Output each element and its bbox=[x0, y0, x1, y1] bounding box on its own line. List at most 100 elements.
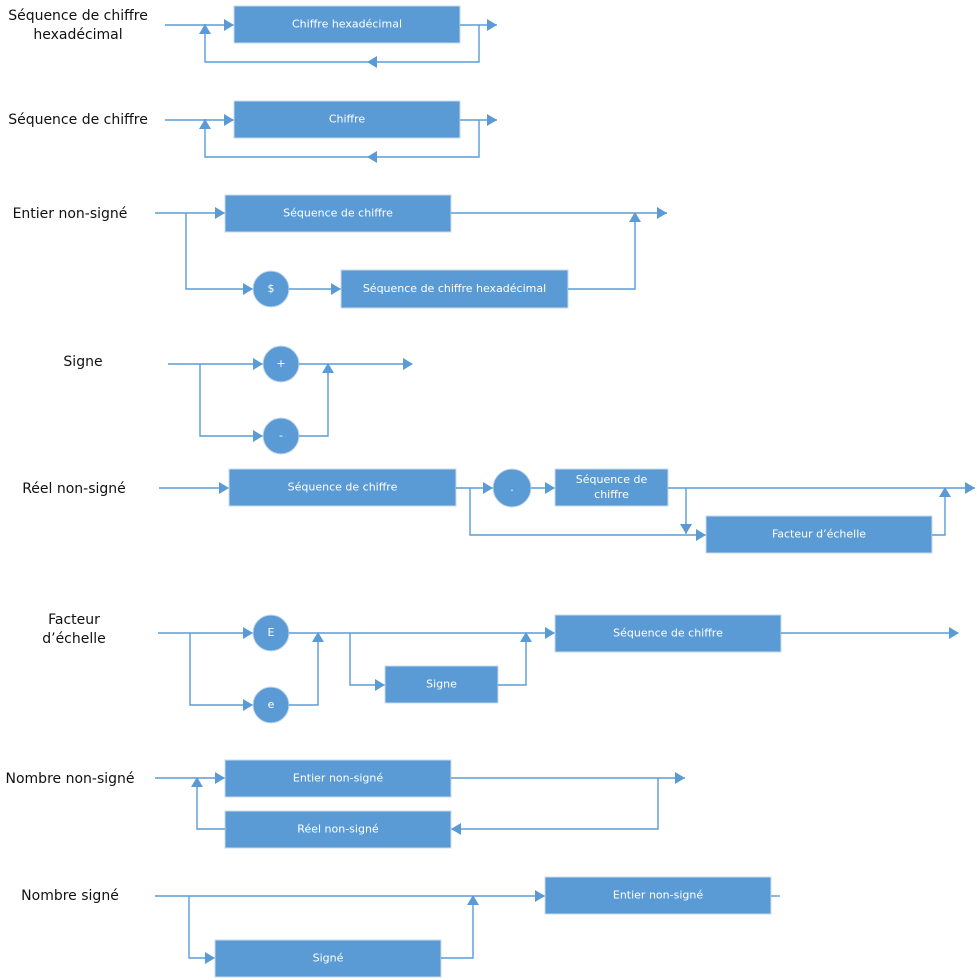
arrow-icon bbox=[322, 363, 334, 373]
connector-line bbox=[299, 364, 329, 437]
connector-line bbox=[932, 488, 946, 536]
connector-line bbox=[204, 24, 480, 63]
connector-line bbox=[349, 633, 385, 686]
arrow-icon bbox=[696, 529, 706, 541]
rule-seq-hex: Séquence de chiffre hexadécimal Chiffre he… bbox=[8, 5, 497, 68]
arrow-icon bbox=[451, 823, 461, 835]
connector-line bbox=[289, 633, 319, 706]
arrow-icon bbox=[483, 482, 493, 494]
rule-label: Nombre non-signé bbox=[6, 771, 135, 787]
node-sequence-de-chiffre-2-text: chiffre bbox=[594, 488, 629, 501]
node-facteur-echelle-text: Facteur d’échelle bbox=[772, 528, 866, 541]
rule-label: d’échelle bbox=[42, 631, 106, 647]
arrow-icon bbox=[199, 24, 211, 34]
arrow-icon bbox=[367, 56, 377, 68]
arrow-icon bbox=[965, 482, 975, 494]
connector-line bbox=[196, 778, 225, 830]
node-entier-non-signe bbox=[224, 759, 452, 798]
node-dollar-text: $ bbox=[268, 282, 275, 295]
node-plus-text: + bbox=[276, 357, 285, 370]
node-E-text: E bbox=[268, 626, 275, 639]
arrow-icon bbox=[939, 487, 951, 497]
node-signe-text: Signe bbox=[426, 678, 457, 691]
connector-line bbox=[441, 896, 474, 959]
node-facteur-echelle bbox=[705, 515, 933, 554]
connector-line bbox=[451, 778, 659, 830]
rule-label: hexadécimal bbox=[33, 27, 122, 43]
rule-reel-non-signe: Réel non-signé Séquence de chiffre. Séquen… bbox=[22, 468, 975, 554]
arrow-icon bbox=[243, 627, 253, 639]
arrow-icon bbox=[545, 482, 555, 494]
arrow-icon bbox=[467, 895, 479, 905]
node-sequence-de-chiffre-text: Séquence de chiffre bbox=[613, 627, 723, 640]
arrow-icon bbox=[243, 283, 253, 295]
node-signe bbox=[384, 665, 499, 704]
arrow-icon bbox=[545, 627, 555, 639]
arrow-icon bbox=[219, 482, 229, 494]
arrow-icon bbox=[312, 632, 324, 642]
arrow-icon bbox=[629, 212, 641, 222]
connector-line bbox=[185, 213, 253, 290]
rule-facteur-echelle: Facteur d’échelle Ee Signe Séquence de chiff… bbox=[42, 612, 959, 724]
node-sequence-hex-text: Séquence de chiffre hexadécimal bbox=[363, 282, 546, 295]
connector-line bbox=[189, 633, 253, 706]
node-point-text: . bbox=[510, 481, 514, 494]
arrow-icon bbox=[191, 777, 203, 787]
rule-label: Signe bbox=[63, 354, 102, 370]
node-entier-non-signe-text: Entier non-signé bbox=[293, 772, 383, 785]
node-entier-non-signe bbox=[544, 876, 772, 915]
node-sequence-de-chiffre-text: Séquence de chiffre bbox=[283, 207, 393, 220]
arrow-icon bbox=[253, 430, 263, 442]
rule-label: Séquence de chiffre bbox=[8, 112, 148, 128]
arrow-icon bbox=[657, 207, 667, 219]
rule-label: Facteur bbox=[48, 612, 100, 628]
node-signe-text: Signé bbox=[313, 952, 344, 965]
node-sequence-de-chiffre-text: Séquence de chiffre bbox=[288, 481, 398, 494]
connector-line bbox=[199, 364, 263, 437]
rule-signe: Signe + - bbox=[63, 345, 413, 455]
rule-label: Séquence de chiffre bbox=[8, 8, 148, 24]
connector-line bbox=[498, 633, 527, 686]
arrow-icon bbox=[949, 627, 959, 639]
arrow-icon bbox=[680, 524, 692, 534]
arrow-icon bbox=[675, 772, 685, 784]
arrow-icon bbox=[224, 19, 234, 31]
node-sequence-de-chiffre bbox=[224, 194, 452, 233]
arrow-icon bbox=[199, 119, 211, 129]
arrow-icon bbox=[403, 358, 413, 370]
arrow-icon bbox=[205, 952, 215, 964]
node-reel-non-signe bbox=[224, 810, 452, 849]
node-sequence-de-chiffre bbox=[554, 614, 782, 653]
arrow-icon bbox=[375, 679, 385, 691]
arrow-icon bbox=[224, 114, 234, 126]
rule-label: Entier non-signé bbox=[13, 206, 128, 222]
connector-line bbox=[568, 213, 636, 290]
arrow-icon bbox=[215, 207, 225, 219]
node-entier-non-signe-text: Entier non-signé bbox=[613, 889, 703, 902]
connector-line bbox=[204, 119, 480, 158]
connector-line bbox=[188, 896, 215, 959]
arrow-icon bbox=[253, 358, 263, 370]
arrow-icon bbox=[535, 890, 545, 902]
node-sequence-de-chiffre-2-text: Séquence de bbox=[576, 473, 648, 486]
connector-line bbox=[469, 488, 706, 536]
arrow-icon bbox=[243, 699, 253, 711]
node-chiffre-text: Chiffre bbox=[329, 113, 366, 126]
node-chiffre-hexadecimal-text: Chiffre hexadécimal bbox=[292, 18, 402, 31]
node-minus-text: - bbox=[279, 429, 283, 442]
arrow-icon bbox=[215, 772, 225, 784]
arrow-icon bbox=[367, 151, 377, 163]
rule-seq-chiffre: Séquence de chiffre Chiffre bbox=[8, 100, 497, 163]
arrow-icon bbox=[520, 632, 532, 642]
arrow-icon bbox=[331, 283, 341, 295]
node-reel-non-signe-text: Réel non-signé bbox=[297, 823, 379, 836]
node-sequence-hex bbox=[340, 269, 569, 309]
node-e-text: e bbox=[268, 698, 275, 711]
rule-entier-non-signe: Entier non-signé Séquence de chiffre $ Séqu… bbox=[13, 194, 667, 309]
rule-label: Réel non-signé bbox=[22, 481, 126, 497]
node-chiffre bbox=[233, 100, 461, 139]
arrow-icon bbox=[487, 114, 497, 126]
